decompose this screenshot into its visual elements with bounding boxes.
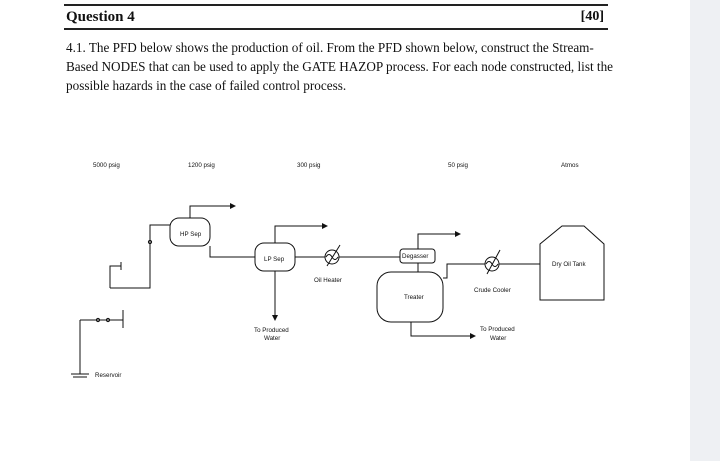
pressure-label-atmos: Atmos xyxy=(561,162,579,169)
pressure-label-5000: 5000 psig xyxy=(93,162,120,169)
arrowhead xyxy=(455,231,461,237)
produced-water-label-2a: To Produced xyxy=(480,326,515,333)
degasser-label: Degasser xyxy=(402,253,428,260)
treater-label: Treater xyxy=(404,294,424,301)
arrowhead xyxy=(470,333,476,339)
arrowhead xyxy=(322,223,328,229)
question-number: Question 4 xyxy=(66,9,135,25)
question-marks: [40] xyxy=(580,9,604,24)
question-text: 4.1. The PFD below shows the production … xyxy=(66,40,614,93)
arrowhead xyxy=(230,203,236,209)
oil-heater-label: Oil Heater xyxy=(314,277,342,284)
document-page: Question 4 [40] 4.1. The PFD below shows… xyxy=(64,4,614,379)
pressure-label-1200: 1200 psig xyxy=(188,162,215,169)
arrowhead xyxy=(272,315,278,321)
pressure-label-50: 50 psig xyxy=(448,162,469,169)
dry-oil-tank xyxy=(539,225,605,301)
crude-cooler-label: Crude Cooler xyxy=(474,287,511,294)
produced-water-label-2b: Water xyxy=(490,335,506,342)
lp-separator-label: LP Sep xyxy=(264,256,285,263)
produced-water-label-1b: Water xyxy=(264,335,280,342)
hp-separator-label: HP Sep xyxy=(180,231,202,238)
process-flow-diagram: 5000 psig 1200 psig 300 psig 50 psig Atm… xyxy=(71,162,605,379)
reservoir-symbol xyxy=(71,320,89,378)
question-header: Question 4 [40] xyxy=(64,4,608,30)
produced-water-label-1a: To Produced xyxy=(254,327,289,334)
side-panel xyxy=(690,0,720,461)
pressure-label-300: 300 psig xyxy=(297,162,321,169)
dry-oil-tank-label: Dry Oil Tank xyxy=(552,261,586,268)
reservoir-label: Reservoir xyxy=(95,372,121,379)
treater-vessel xyxy=(376,271,444,323)
